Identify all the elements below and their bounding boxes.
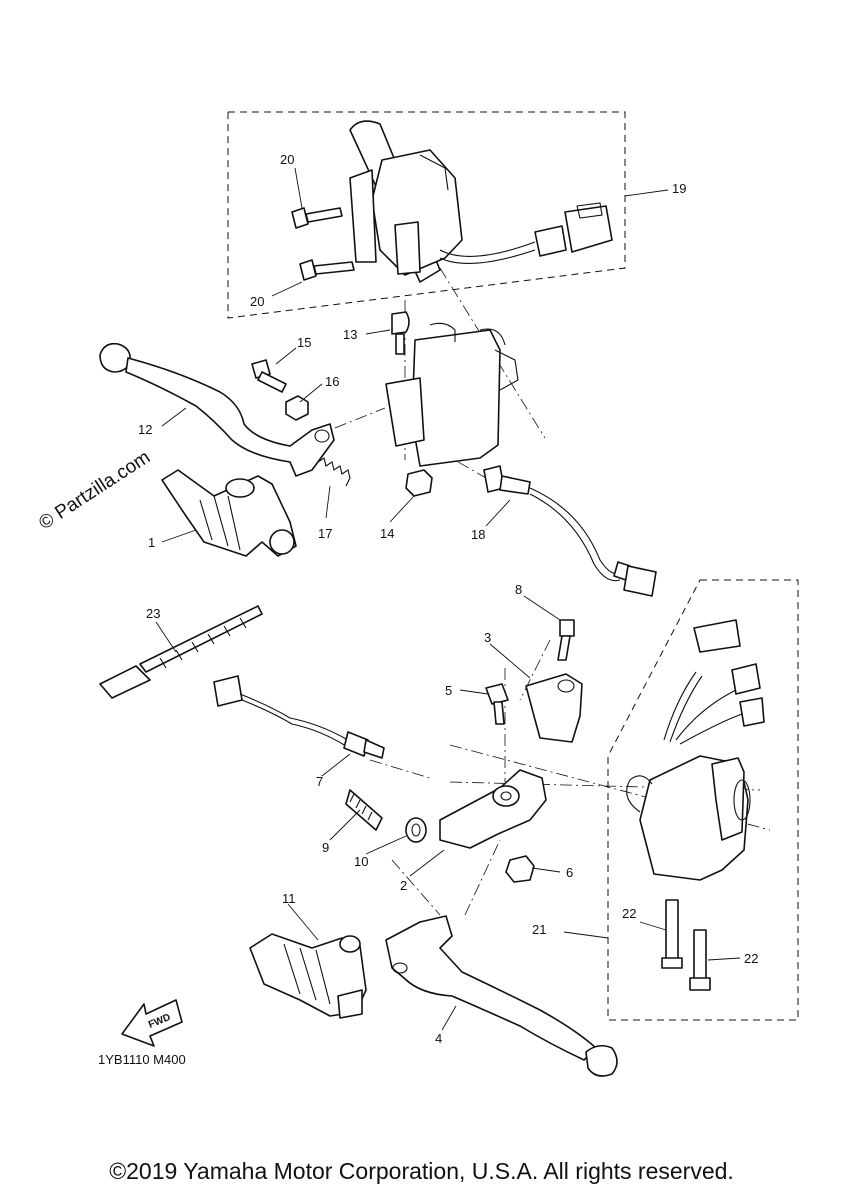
callout-20-bottom: 20 (250, 294, 264, 309)
part-13-bolt (391, 311, 410, 355)
callout-numbers: 1 2 3 4 5 6 7 8 9 10 11 12 13 14 15 16 1… (138, 152, 758, 1046)
watermark: © Partzilla.com (35, 447, 154, 534)
part-18-switch-wire (483, 465, 657, 597)
part-6-nut (505, 855, 535, 883)
callout-19: 19 (672, 181, 686, 196)
part-20-screws (291, 207, 355, 281)
group-box-19 (227, 111, 626, 319)
part-14-nut (405, 469, 433, 497)
callout-20-top: 20 (280, 152, 294, 167)
callout-22-left: 22 (622, 906, 636, 921)
callout-9: 9 (322, 840, 329, 855)
part-15-bolt (251, 359, 287, 393)
callout-22-right: 22 (744, 951, 758, 966)
callout-13: 13 (343, 327, 357, 342)
callout-8: 8 (515, 582, 522, 597)
part-10-ring (405, 817, 427, 843)
callout-16: 16 (325, 374, 339, 389)
part-17-spring (317, 457, 351, 487)
part-16-nut (285, 395, 309, 421)
callout-23: 23 (146, 606, 160, 621)
part-5-bolt (485, 683, 509, 725)
fwd-arrow: FWD (121, 999, 183, 1047)
part-7-clutch-switch (213, 675, 385, 759)
part-22-screws (661, 899, 711, 991)
callout-21: 21 (532, 922, 546, 937)
callout-18: 18 (471, 527, 485, 542)
part-23-cable-tie (99, 605, 263, 699)
part-4-clutch-lever (385, 915, 618, 1077)
callout-3: 3 (484, 630, 491, 645)
callout-1: 1 (148, 535, 155, 550)
leader-lines (155, 167, 741, 1031)
callout-2: 2 (400, 878, 407, 893)
callout-15: 15 (297, 335, 311, 350)
drawing-code: 1YB1110 M400 (98, 1052, 186, 1067)
part-8-bolt (557, 619, 575, 661)
callout-14: 14 (380, 526, 394, 541)
part-9-adjuster (345, 789, 383, 831)
part-11-boot (249, 933, 367, 1019)
part-12-brake-lever (99, 342, 335, 477)
copyright-notice: ©2019 Yamaha Motor Corporation, U.S.A. A… (109, 1158, 734, 1184)
group-box-21 (607, 579, 799, 1021)
part-19-handlebar-switch (349, 120, 613, 283)
callout-5: 5 (445, 683, 452, 698)
callout-4: 4 (435, 1031, 442, 1046)
callout-6: 6 (566, 865, 573, 880)
part-3-clamp (525, 673, 583, 743)
callout-11: 11 (282, 891, 296, 906)
part-master-cylinder (385, 322, 519, 467)
part-1-boot (161, 469, 297, 557)
callout-12: 12 (138, 422, 152, 437)
callout-7: 7 (316, 774, 323, 789)
part-2-lever-holder (439, 769, 547, 849)
callout-10: 10 (354, 854, 368, 869)
callout-17: 17 (318, 526, 332, 541)
part-21-handlebar-switch (626, 619, 765, 881)
